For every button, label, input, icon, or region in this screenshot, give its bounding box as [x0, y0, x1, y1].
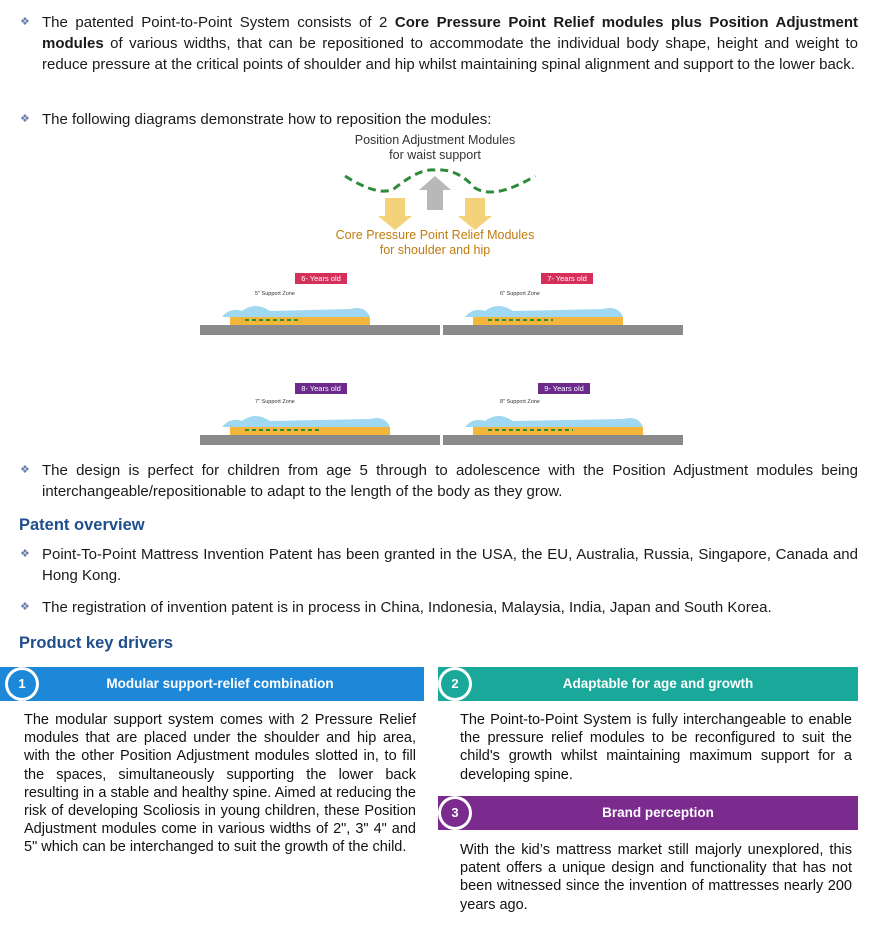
diamond-bullet-icon: ❖ [20, 16, 30, 28]
driver-title: Adaptable for age and growth [562, 676, 754, 691]
diamond-bullet-icon: ❖ [20, 113, 30, 125]
bullet-patent-in-process: ❖ The registration of invention patent i… [20, 597, 860, 619]
driver-number-badge: 1 [5, 667, 39, 701]
support-zone-label: 8" Support Zone [500, 399, 540, 405]
bullet-point-to-point-system: ❖ The patented Point-to-Point System con… [20, 12, 860, 96]
diamond-bullet-icon: ❖ [20, 464, 30, 476]
bullet-text: The following diagrams demonstrate how t… [42, 111, 492, 128]
bullet-text: The registration of invention patent is … [42, 599, 772, 616]
modules-arrows-illustration [344, 168, 536, 230]
module-reposition-diagram: Position Adjustment Modules for waist su… [195, 130, 695, 450]
age-panel-7: 7- Years old 6" Support Zone [443, 273, 683, 343]
support-zone-label: 6" Support Zone [500, 291, 540, 297]
bed-illustration [443, 416, 683, 445]
age-panel-9: 9- Years old 8" Support Zone [443, 383, 683, 453]
support-zone-label: 7" Support Zone [255, 399, 295, 405]
bed-illustration [200, 416, 440, 445]
age-tag: 9- Years old [538, 383, 590, 394]
bullet-diagrams-intro: ❖ The following diagrams demonstrate how… [20, 109, 860, 131]
bullet-text: The patented Point-to-Point System consi… [42, 14, 858, 73]
bullet-text: Point-To-Point Mattress Invention Patent… [42, 546, 858, 584]
age-tag: 6- Years old [295, 273, 347, 284]
driver-2-header: 2 Adaptable for age and growth [438, 667, 858, 701]
bullet-design: ❖ The design is perfect for children fro… [20, 460, 860, 504]
bed-illustration [200, 306, 440, 335]
product-key-drivers-heading: Product key drivers [19, 634, 174, 652]
diamond-bullet-icon: ❖ [20, 548, 30, 560]
driver-number-badge: 3 [438, 796, 472, 830]
age-panel-8: 8- Years old 7" Support Zone [200, 383, 440, 453]
diagram-top-label: Position Adjustment Modules for waist su… [354, 133, 516, 162]
driver-1-text: The modular support system comes with 2 … [24, 712, 416, 856]
driver-title: Modular support-relief combination [106, 676, 334, 691]
bullet-text: The design is perfect for children from … [42, 462, 858, 500]
bullet-patent-granted: ❖ Point-To-Point Mattress Invention Pate… [20, 544, 860, 588]
driver-2-text: The Point-to-Point System is fully inter… [460, 712, 852, 783]
driver-3-text: With the kid’s mattress market still maj… [460, 842, 852, 913]
support-zone-label: 5" Support Zone [255, 291, 295, 297]
age-tag: 8- Years old [295, 383, 347, 394]
diamond-bullet-icon: ❖ [20, 601, 30, 613]
driver-title: Brand perception [602, 805, 714, 820]
driver-1-header: 1 Modular support-relief combination [0, 667, 424, 701]
bed-illustration [443, 306, 683, 335]
driver-3-header: 3 Brand perception [438, 796, 858, 830]
age-tag: 7- Years old [541, 273, 593, 284]
patent-overview-heading: Patent overview [19, 516, 145, 534]
driver-number-badge: 2 [438, 667, 472, 701]
diagram-mid-label: Core Pressure Point Relief Modules for s… [335, 228, 535, 257]
age-panel-6: 6- Years old 5" Support Zone [200, 273, 440, 343]
